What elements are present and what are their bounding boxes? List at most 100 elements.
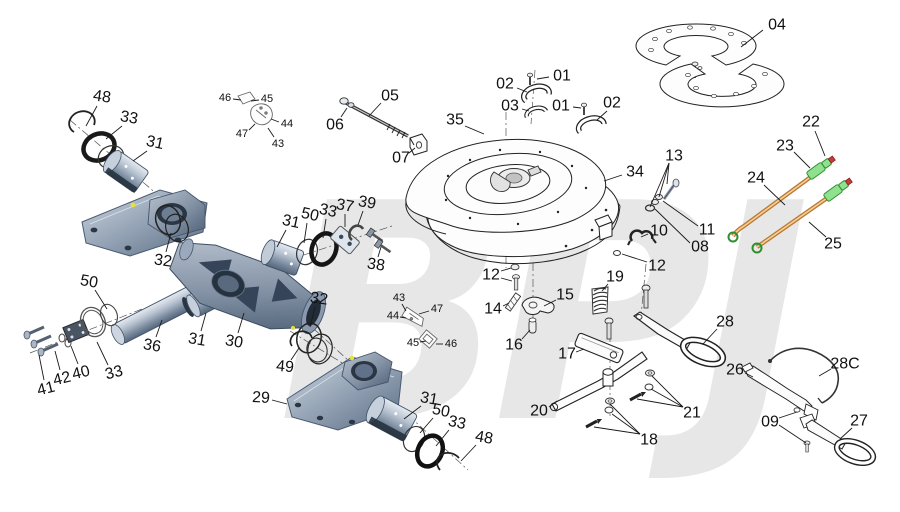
- pivot-bolt-05: [339, 97, 428, 156]
- leader-line-16: [521, 329, 531, 340]
- leader-line-23: [793, 151, 811, 169]
- leader-line-04: [740, 29, 764, 48]
- callout-49: 49: [275, 358, 294, 376]
- lube-fitting-25: [823, 177, 853, 202]
- leader-line-03: [521, 108, 530, 112]
- leader-line-13: [666, 162, 670, 185]
- screw-01-right: [581, 102, 588, 115]
- screw-01-left: [527, 72, 534, 85]
- callout-10: 10: [650, 223, 668, 240]
- leader-line-43: [267, 127, 275, 138]
- leader-line-42: [54, 350, 61, 371]
- callout-25: 25: [824, 236, 842, 253]
- leader-line-50: [94, 289, 108, 310]
- wear-plate-37: [330, 225, 360, 255]
- leader-line-29: [271, 399, 288, 405]
- callout-28C: 28C: [830, 356, 859, 373]
- bushing-31-c: [260, 239, 305, 276]
- lube-tip-22: [827, 155, 836, 164]
- bushing-31-a: [102, 150, 149, 193]
- callout-12: 12: [482, 267, 500, 284]
- callout-03: 03: [501, 98, 519, 115]
- lube-ring-25: [751, 242, 763, 254]
- leader-line-49: [290, 347, 300, 361]
- leader-line-48: [85, 105, 98, 127]
- callout-37: 37: [335, 196, 356, 216]
- bolt-12: [512, 274, 520, 291]
- leader-line-18: [609, 403, 641, 435]
- leader-line-34: [603, 174, 623, 182]
- callout-24: 24: [747, 170, 765, 187]
- fastener-group-left: [23, 303, 119, 357]
- callout-21: 21: [683, 405, 701, 422]
- bolt-13-group: [644, 178, 680, 212]
- leader-line-19: [601, 283, 609, 292]
- callout-20: 20: [530, 403, 548, 420]
- leader-line-38: [377, 246, 382, 258]
- leader-line-43: [401, 303, 407, 312]
- leader-line-46: [232, 98, 242, 101]
- callout-33: 33: [103, 363, 124, 384]
- cable-28c: [768, 347, 840, 404]
- leader-line-32: [309, 306, 316, 328]
- callout-30: 30: [224, 332, 245, 352]
- leader-line-31: [132, 150, 148, 162]
- leader-line-50: [303, 222, 308, 244]
- callout-02: 02: [603, 95, 621, 112]
- leader-line-47: [248, 123, 256, 131]
- leader-line-12: [621, 253, 648, 263]
- callout-31: 31: [281, 212, 302, 232]
- leader-line-36: [155, 319, 163, 338]
- grease-dot: [130, 202, 136, 208]
- callout-41: 41: [35, 379, 56, 400]
- release-lever-28: [633, 284, 727, 368]
- snap-ring-48-a: [68, 110, 96, 133]
- rubber-ring-33-a: [81, 131, 117, 163]
- callout-18: 18: [640, 432, 658, 449]
- snap-ring-48-b: [436, 452, 460, 471]
- callout-23: 23: [776, 138, 794, 155]
- callout-16: 16: [505, 337, 523, 354]
- callout-33: 33: [318, 201, 339, 221]
- leader-line-50: [419, 417, 434, 434]
- leader-line-28C: [818, 368, 832, 377]
- leader-line-26: [744, 372, 754, 378]
- callout-43: 43: [393, 292, 405, 304]
- callout-19: 19: [606, 269, 624, 286]
- ring-08: [644, 204, 656, 212]
- pivot-ring-32-a: [154, 204, 189, 243]
- screw-09: [803, 440, 811, 453]
- leader-line-06: [340, 107, 348, 118]
- callout-35: 35: [446, 112, 464, 129]
- callout-46: 46: [445, 338, 457, 350]
- callout-33: 33: [447, 413, 468, 433]
- leader-line-21: [636, 398, 684, 408]
- kingpin-lock: [490, 165, 542, 192]
- leader-line-08: [654, 208, 691, 244]
- leader-line-40: [70, 345, 79, 365]
- callout-45: 45: [261, 93, 273, 105]
- callout-36: 36: [142, 336, 163, 356]
- lube-lines: [727, 155, 853, 254]
- callout-34: 34: [626, 164, 644, 181]
- handle-link-17: [574, 317, 624, 364]
- block-07: [409, 133, 428, 156]
- callout-42: 42: [51, 369, 72, 390]
- callout-46: 46: [219, 92, 231, 104]
- leader-lines: [38, 29, 853, 462]
- leader-line-17: [575, 348, 585, 353]
- callout-43: 43: [272, 138, 284, 150]
- leader-line-33: [96, 341, 109, 366]
- wear-plates-04: [635, 23, 785, 108]
- leader-line-12: [500, 267, 512, 272]
- spring-pin-14: [504, 292, 522, 312]
- callout-28: 28: [716, 314, 734, 331]
- shaft-36: [110, 284, 203, 345]
- bushing-31-d: [365, 395, 418, 442]
- callout-31: 31: [145, 133, 166, 153]
- leader-line-41: [38, 354, 45, 381]
- leader-line-05: [368, 102, 382, 117]
- clip-39: [348, 224, 365, 242]
- leader-line-18: [593, 426, 641, 435]
